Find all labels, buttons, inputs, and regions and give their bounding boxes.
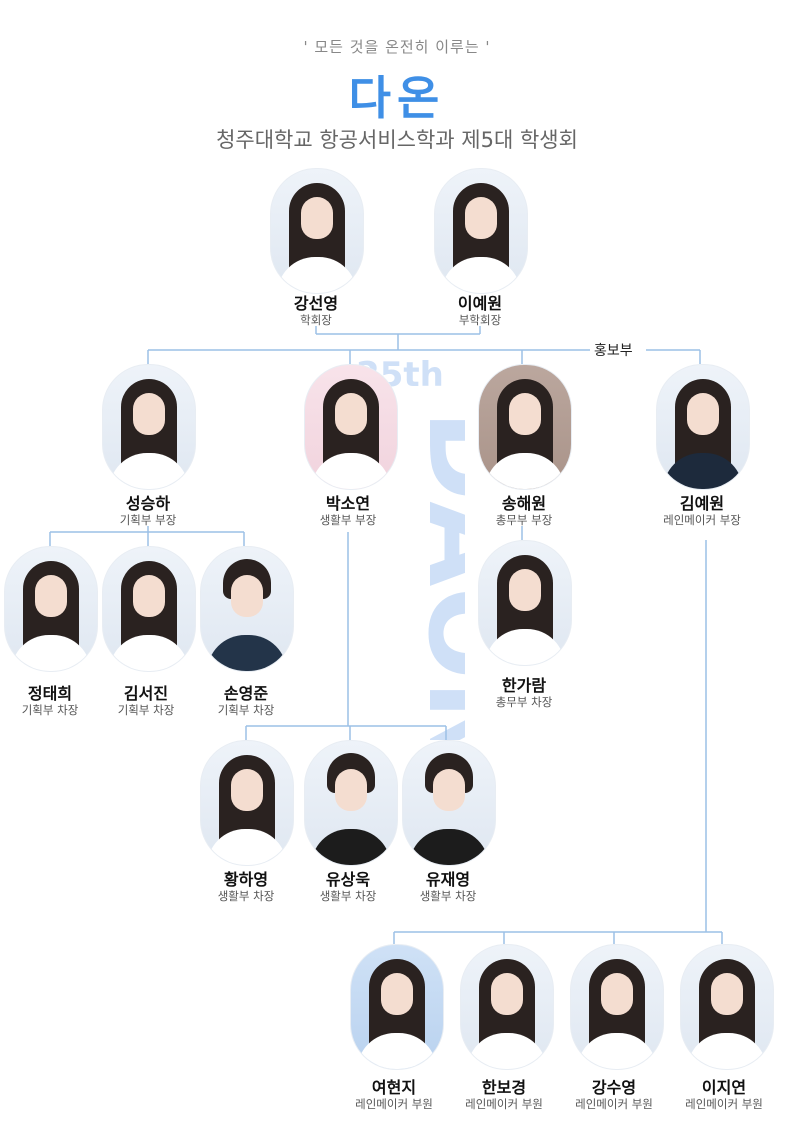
name-rain-2: 한보경 xyxy=(481,1078,527,1097)
face-shape xyxy=(381,973,413,1015)
portrait-planning-head xyxy=(102,364,196,490)
name-rain-1: 여현지 xyxy=(371,1078,417,1097)
role-life-2: 생활부 차장 xyxy=(319,889,377,903)
portrait-rain-2 xyxy=(460,944,554,1070)
torso-shape xyxy=(409,829,489,865)
portrait-planning-2 xyxy=(102,546,196,672)
role-planning-head: 기획부 부장 xyxy=(119,513,177,527)
role-life-3: 생활부 차장 xyxy=(419,889,477,903)
name-life-2: 유상욱 xyxy=(325,870,371,889)
portrait-president xyxy=(270,168,364,294)
role-planning-2: 기획부 차장 xyxy=(117,703,175,717)
face-shape xyxy=(601,973,633,1015)
face-shape xyxy=(231,575,263,617)
name-vice-president: 이예원 xyxy=(457,294,503,313)
portrait-life-3 xyxy=(402,740,496,866)
department-tag-promotion: 홍보부 xyxy=(591,340,636,360)
name-planning-2: 김서진 xyxy=(123,684,169,703)
name-rainmaker-head: 김예원 xyxy=(679,494,725,513)
name-planning-1: 정태희 xyxy=(27,684,73,703)
portrait-vice-president xyxy=(434,168,528,294)
role-planning-1: 기획부 차장 xyxy=(21,703,79,717)
watermark: 25th DAON xyxy=(356,355,465,740)
face-shape xyxy=(301,197,333,239)
portrait-general-head xyxy=(478,364,572,490)
watermark-main-text: DAON xyxy=(404,410,465,740)
brand-logo-text: 다온 xyxy=(348,71,446,125)
portrait-rainmaker-head xyxy=(656,364,750,490)
portrait-rain-1 xyxy=(350,944,444,1070)
portrait-general-1 xyxy=(478,540,572,666)
portrait-rain-3 xyxy=(570,944,664,1070)
tagline: ' 모든 것을 온전히 이루는 ' xyxy=(303,38,491,56)
role-rain-4: 레인메이커 부원 xyxy=(685,1097,763,1111)
name-rain-4: 이지연 xyxy=(701,1078,747,1097)
face-shape xyxy=(509,393,541,435)
portrait-life-1 xyxy=(200,740,294,866)
face-shape xyxy=(509,569,541,611)
face-shape xyxy=(133,575,165,617)
face-shape xyxy=(231,769,263,811)
role-president: 학회장 xyxy=(300,313,332,327)
portrait-rain-4 xyxy=(680,944,774,1070)
face-shape xyxy=(491,973,523,1015)
face-shape xyxy=(35,575,67,617)
face-shape xyxy=(687,393,719,435)
name-planning-head: 성승하 xyxy=(125,494,171,513)
portrait-life-2 xyxy=(304,740,398,866)
face-shape xyxy=(133,393,165,435)
face-shape xyxy=(335,769,367,811)
name-life-head: 박소연 xyxy=(325,494,371,513)
name-general-1: 한가람 xyxy=(501,676,547,695)
page-subtitle: 청주대학교 항공서비스학과 제5대 학생회 xyxy=(216,128,578,152)
role-planning-3: 기획부 차장 xyxy=(217,703,275,717)
face-shape xyxy=(433,769,465,811)
face-shape xyxy=(711,973,743,1015)
role-life-1: 생활부 차장 xyxy=(217,889,275,903)
role-rain-1: 레인메이커 부원 xyxy=(355,1097,433,1111)
portrait-life-head xyxy=(304,364,398,490)
name-planning-3: 손영준 xyxy=(223,684,269,703)
torso-shape xyxy=(207,635,287,671)
name-life-1: 황하영 xyxy=(223,870,269,889)
name-life-3: 유재영 xyxy=(425,870,471,889)
role-general-head: 총무부 부장 xyxy=(495,513,553,527)
role-rainmaker-head: 레인메이커 부장 xyxy=(663,513,741,527)
face-shape xyxy=(465,197,497,239)
portrait-planning-3 xyxy=(200,546,294,672)
role-rain-3: 레인메이커 부원 xyxy=(575,1097,653,1111)
face-shape xyxy=(335,393,367,435)
torso-shape xyxy=(311,829,391,865)
role-rain-2: 레인메이커 부원 xyxy=(465,1097,543,1111)
role-vice-president: 부학회장 xyxy=(458,313,502,327)
name-president: 강선영 xyxy=(293,294,339,313)
name-rain-3: 강수영 xyxy=(591,1078,637,1097)
name-general-head: 송해원 xyxy=(501,494,547,513)
role-life-head: 생활부 부장 xyxy=(319,513,377,527)
portrait-planning-1 xyxy=(4,546,98,672)
role-general-1: 총무부 차장 xyxy=(495,695,553,709)
